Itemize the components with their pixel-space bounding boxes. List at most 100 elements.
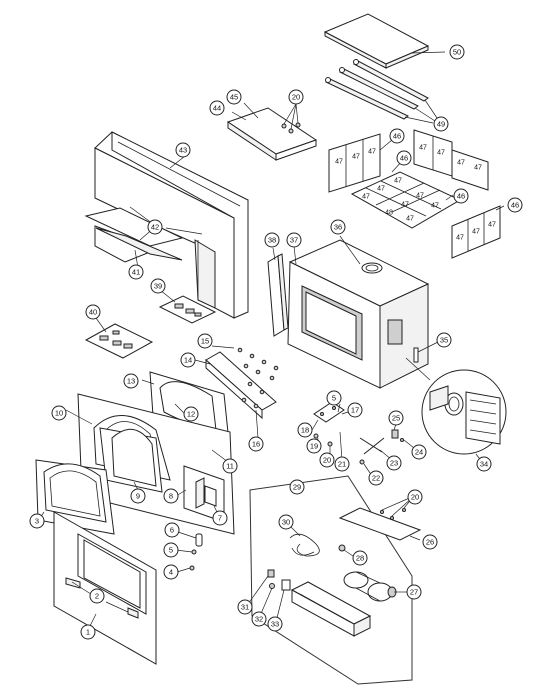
callout-40-label: 40	[89, 308, 97, 317]
callout-24: 24	[411, 444, 427, 460]
svg-text:47: 47	[406, 216, 414, 223]
callout-17: 17	[347, 402, 363, 418]
part-6-5-4-fasteners	[175, 531, 203, 573]
callout-37-label: 37	[290, 236, 298, 245]
callout-14-label: 14	[184, 356, 192, 365]
callout-11-label: 11	[226, 462, 234, 471]
part-40-circuit-board	[84, 317, 154, 359]
callout-33-label: 33	[271, 620, 279, 629]
callout-49: 49	[433, 116, 449, 132]
part-26-bottom-plate	[338, 495, 422, 541]
callout-20a: 20	[288, 89, 304, 105]
callout-21-label: 21	[338, 460, 346, 469]
svg-text:47: 47	[368, 149, 376, 156]
callout-30: 30	[278, 514, 294, 530]
callout-31: 31	[237, 599, 253, 615]
callout-46c: 46	[453, 188, 469, 204]
callout-20c: 20	[407, 489, 423, 505]
part-43-surround	[94, 131, 249, 319]
part-3-door-frame	[35, 459, 115, 535]
callout-37: 37	[286, 232, 302, 248]
callout-46d-label: 46	[511, 201, 519, 210]
callout-1-label: 1	[86, 628, 90, 637]
callout-26-label: 26	[426, 538, 434, 547]
callout-36-label: 36	[334, 223, 342, 232]
callout-36: 36	[330, 219, 346, 235]
callout-10-label: 10	[55, 409, 63, 418]
callout-9-label: 9	[136, 492, 140, 501]
callout-4-label: 4	[169, 568, 173, 577]
svg-text:47: 47	[456, 235, 464, 242]
callout-15: 15	[197, 333, 213, 349]
part-14-glass-frame	[194, 345, 279, 439]
callout-43-label: 43	[179, 146, 187, 155]
callout-46d: 46	[507, 197, 523, 213]
callout-1: 1	[80, 624, 96, 640]
callout-41: 41	[128, 264, 144, 280]
callout-12: 12	[183, 406, 199, 422]
callout-20b: 20	[319, 452, 335, 468]
part-50-baffle-board	[323, 13, 446, 69]
svg-text:47: 47	[431, 203, 439, 210]
svg-text:47: 47	[416, 193, 424, 200]
callout-2: 2	[89, 588, 105, 604]
callout-26: 26	[422, 534, 438, 550]
callout-3-label: 3	[35, 517, 39, 526]
callout-39: 39	[150, 278, 166, 294]
callout-43: 43	[175, 142, 191, 158]
callout-46c-label: 46	[457, 192, 465, 201]
callout-28-label: 28	[356, 554, 364, 563]
callout-33: 33	[267, 616, 283, 632]
callout-20c-label: 20	[411, 493, 419, 502]
callout-32: 32	[251, 611, 267, 627]
callout-40: 40	[85, 304, 101, 320]
callout-27: 27	[406, 584, 422, 600]
callout-12-label: 12	[187, 410, 195, 419]
callout-41-label: 41	[132, 268, 140, 277]
callout-5-label: 5	[332, 394, 336, 403]
callout-16-label: 16	[252, 440, 260, 449]
callout-35: 35	[436, 332, 452, 348]
callout-20b-label: 20	[323, 456, 331, 465]
svg-text:47: 47	[472, 229, 480, 236]
callout-19: 19	[306, 438, 322, 454]
callout-25-label: 25	[392, 414, 400, 423]
callout-49-label: 49	[437, 120, 445, 129]
callout-21: 21	[334, 456, 350, 472]
callout-22-label: 22	[372, 474, 380, 483]
callout-42: 42	[147, 219, 163, 235]
callout-34: 34	[476, 456, 492, 472]
callout-34-label: 34	[480, 460, 488, 469]
callout-13-label: 13	[127, 377, 135, 386]
callout-5b-label: 5	[169, 546, 173, 555]
svg-text:47: 47	[362, 194, 370, 201]
callout-24-label: 24	[415, 448, 423, 457]
callout-19-label: 19	[310, 442, 318, 451]
callout-31-label: 31	[241, 603, 249, 612]
svg-text:47: 47	[488, 222, 496, 229]
callout-46a-label: 46	[393, 132, 401, 141]
part-29-blower-group	[247, 475, 413, 685]
callout-45: 45	[226, 89, 242, 105]
callout-45-label: 45	[230, 93, 238, 102]
part-49-tubes	[325, 59, 438, 124]
callout-46a: 46	[389, 128, 405, 144]
callout-22: 22	[368, 470, 384, 486]
callout-14: 14	[180, 352, 196, 368]
callout-7: 7	[212, 510, 228, 526]
callout-23-label: 23	[390, 459, 398, 468]
callout-30-label: 30	[282, 518, 290, 527]
svg-text:47: 47	[419, 145, 427, 152]
callout-38-label: 38	[268, 236, 276, 245]
callout-29: 29	[289, 479, 305, 495]
callout-18: 18	[297, 422, 313, 438]
callout-29-label: 29	[293, 483, 301, 492]
callout-39-label: 39	[154, 282, 162, 291]
callout-6-label: 6	[170, 526, 174, 535]
part-8-handle-group	[175, 465, 225, 523]
callout-25: 25	[388, 410, 404, 426]
part-46-47-firebricks: 47 47 47 47 47 47 47 47 47 47 48 47 47 4…	[328, 129, 505, 259]
callout-50: 50	[449, 44, 465, 60]
